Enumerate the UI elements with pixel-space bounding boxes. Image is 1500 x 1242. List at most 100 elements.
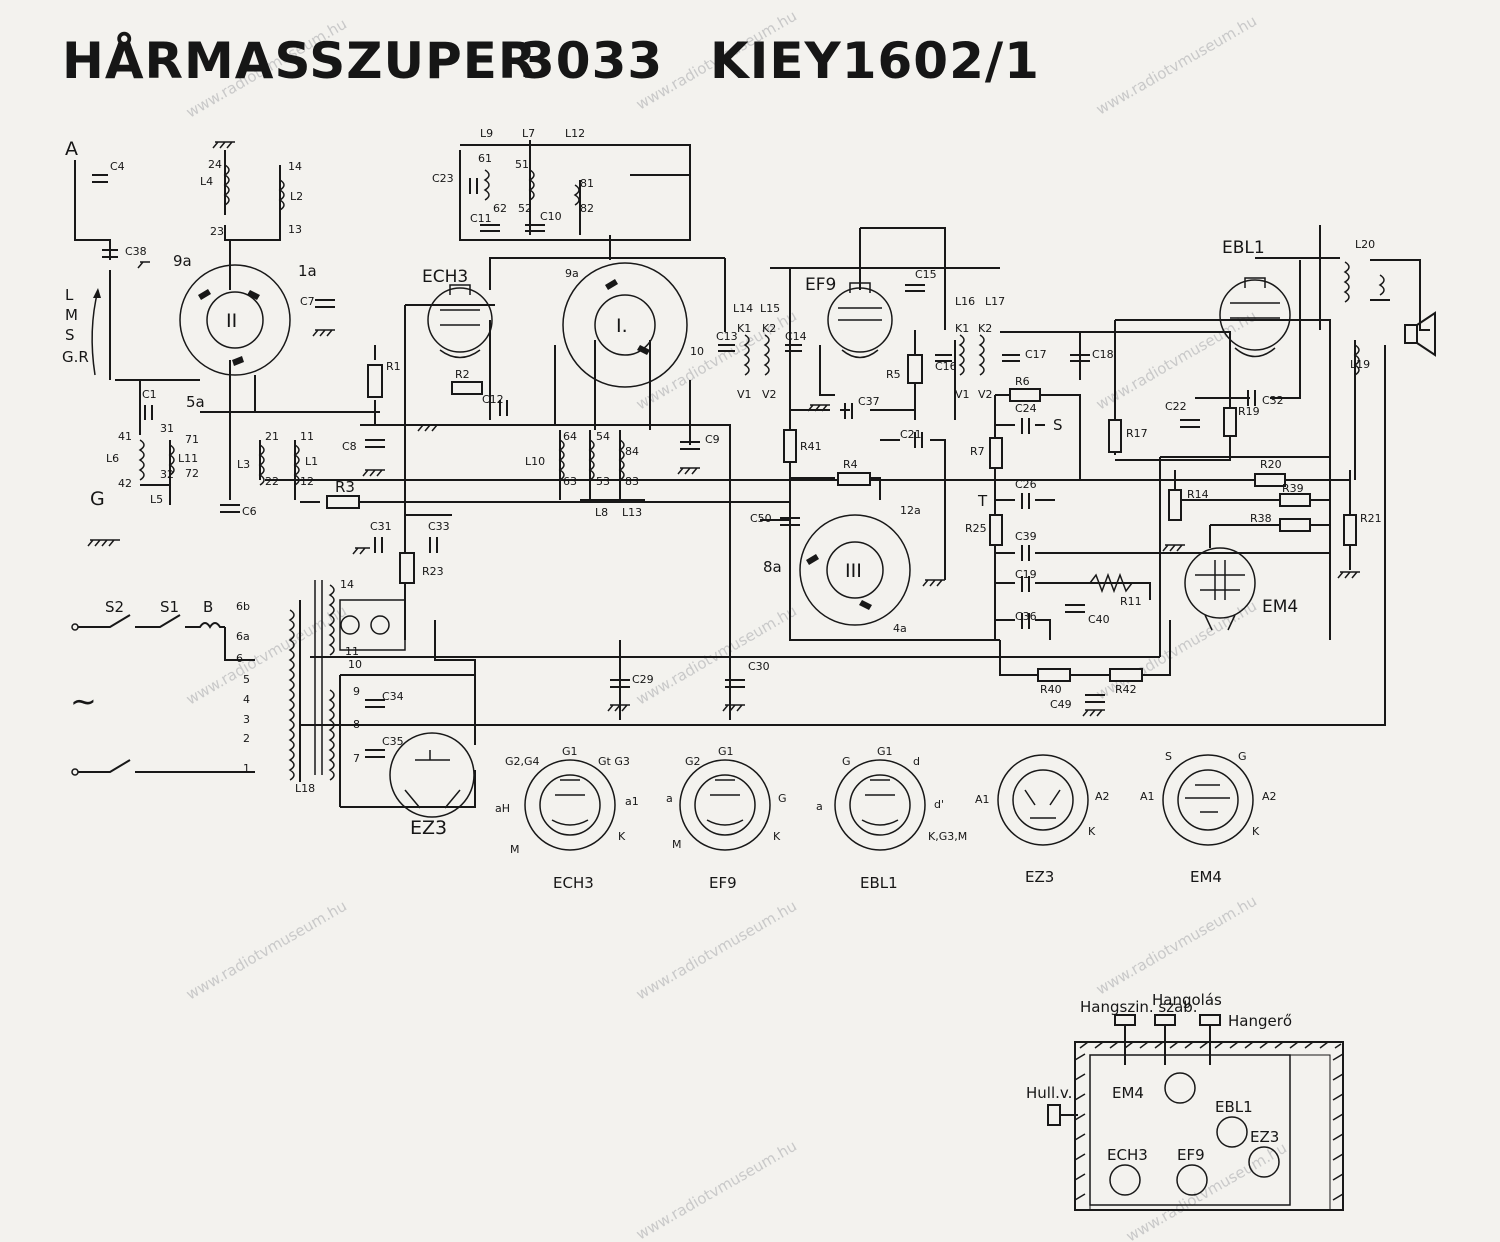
- switch-s1: S1: [160, 598, 179, 616]
- pin-label: M: [672, 838, 682, 851]
- chassis-tube-label: EZ3: [1250, 1128, 1279, 1146]
- label-r38: R38: [1250, 512, 1272, 525]
- transformer-tap: 10: [348, 658, 362, 671]
- label-c11: C11: [470, 212, 492, 225]
- label-c37: C37: [858, 395, 880, 408]
- tap-label: 32: [160, 468, 174, 481]
- tap-label: 42: [118, 477, 132, 490]
- pin-label: K,G3,M: [928, 830, 967, 843]
- tube-ebl1-label: EBL1: [1222, 238, 1265, 258]
- tap-label: 84: [625, 445, 639, 458]
- tap-label: 63: [563, 475, 577, 488]
- switch-position: 9a: [565, 267, 579, 280]
- label-l19: L19: [1350, 358, 1370, 371]
- pin-label: a: [666, 792, 673, 805]
- transformer-tap: 6: [236, 652, 243, 665]
- chassis-tube-label: EBL1: [1215, 1098, 1253, 1116]
- coils: [138, 164, 1385, 781]
- watermark: www.radiotvmuseum.hu: [1123, 1139, 1290, 1242]
- basing-ech3: G2,G4 G1 Gt G3 aH a1 M K ECH3: [495, 745, 639, 892]
- label-c1: C1: [142, 388, 157, 401]
- transformer-tap: 8: [353, 718, 360, 731]
- if-pin: K2: [762, 322, 776, 335]
- switch-wafer-iii: III: [799, 514, 911, 626]
- tap-label: 81: [580, 177, 594, 190]
- label-c17: C17: [1025, 348, 1047, 361]
- if-pin: V1: [737, 388, 752, 401]
- label-l3: L3: [237, 458, 250, 471]
- transformer-tap: 14: [340, 578, 354, 591]
- label-l17: L17: [985, 295, 1005, 308]
- label-r5: R5: [886, 368, 901, 381]
- ground-symbols: [87, 141, 1360, 717]
- pin-label: K: [1252, 825, 1260, 838]
- label-l20: L20: [1355, 238, 1375, 251]
- if-pin: K1: [737, 322, 751, 335]
- label-r20: R20: [1260, 458, 1282, 471]
- band-label: L: [65, 286, 74, 304]
- label-c33: C33: [428, 520, 450, 533]
- loudspeaker: [1404, 311, 1436, 357]
- tap-label: 21: [265, 430, 279, 443]
- label-r7: R7: [970, 445, 985, 458]
- chassis-control-label: Hangerő: [1228, 1012, 1292, 1030]
- tube-em4: EM4: [1184, 547, 1298, 631]
- coil-labels: L1 L2 L3 L4 L5 L6 L7 L8 L9 L10 L11 L12 L…: [106, 127, 1375, 795]
- label-l6: L6: [106, 452, 119, 465]
- title-block: HÅRMASSZUPER 3033 KIEY1602/1: [62, 31, 1040, 90]
- tap-label: 72: [185, 467, 199, 480]
- transformer-tap: 3: [243, 713, 250, 726]
- label-c35: C35: [382, 735, 404, 748]
- pin-label: a1: [625, 795, 639, 808]
- tube-ef9-label: EF9: [805, 275, 836, 295]
- terminal-s: S: [1053, 416, 1063, 434]
- tap-labels: 24 23 14 13 21 22 11 12 41 42 31 32 71 7…: [118, 152, 993, 775]
- chassis-control-label: Hangszin. szab.: [1080, 998, 1198, 1016]
- band-label: G.R: [62, 348, 89, 366]
- label-c9: C9: [705, 433, 720, 446]
- label-c24: C24: [1015, 402, 1037, 415]
- watermark: www.radiotvmuseum.hu: [183, 602, 350, 709]
- pin-label: M: [510, 843, 520, 856]
- transformer-tap: 4: [243, 693, 250, 706]
- pin-label: G: [778, 792, 787, 805]
- label-l1: L1: [305, 455, 318, 468]
- label-r17: R17: [1126, 427, 1148, 440]
- label-r39: R39: [1282, 482, 1304, 495]
- pin-label: Gt G3: [598, 755, 630, 768]
- chassis-tube-label: ECH3: [1107, 1146, 1148, 1164]
- label-r4: R4: [843, 458, 858, 471]
- basing-ef9: G2 G1 a G M K EF9: [666, 745, 787, 892]
- label-r41: R41: [800, 440, 822, 453]
- basing-ebl1: G G1 d a d' K,G3,M EBL1: [816, 745, 967, 892]
- watermark-layer: www.radiotvmuseum.hu www.radiotvmuseum.h…: [183, 7, 1290, 1242]
- resistor-labels: R1 R2 R3 R4 R5 R6 R7 R11 R14 R17 R19 R20…: [335, 360, 1382, 696]
- if-pin: V1: [955, 388, 970, 401]
- resistors-drawn: [326, 354, 1357, 682]
- label-l15: L15: [760, 302, 780, 315]
- basing-ef9-name: EF9: [709, 874, 737, 892]
- basing-ez3-name: EZ3: [1025, 868, 1054, 886]
- band-label: M: [65, 306, 78, 324]
- title-code: KIEY1602/1: [710, 32, 1040, 90]
- label-r3: R3: [335, 478, 355, 496]
- capacitors-drawn: [92, 174, 1256, 758]
- pin-label: A1: [975, 793, 990, 806]
- label-l16: L16: [955, 295, 975, 308]
- basing-ebl1-name: EBL1: [860, 874, 898, 892]
- switch-s2: S2: [105, 598, 124, 616]
- pin-label: G1: [877, 745, 893, 758]
- tap-label: 53: [596, 475, 610, 488]
- label-r14: R14: [1187, 488, 1209, 501]
- label-c32: C32: [1262, 394, 1284, 407]
- watermark: www.radiotvmuseum.hu: [633, 602, 800, 709]
- label-l10: L10: [525, 455, 545, 468]
- label-c39: C39: [1015, 530, 1037, 543]
- tube-ebl1: EBL1: [1219, 238, 1291, 358]
- tube-ez3: EZ3: [389, 732, 475, 839]
- pin-label: K: [773, 830, 781, 843]
- label-c34: C34: [382, 690, 404, 703]
- tube-ech3-label: ECH3: [422, 267, 468, 287]
- label-c30: C30: [748, 660, 770, 673]
- band-labels: L M S G.R: [62, 286, 101, 376]
